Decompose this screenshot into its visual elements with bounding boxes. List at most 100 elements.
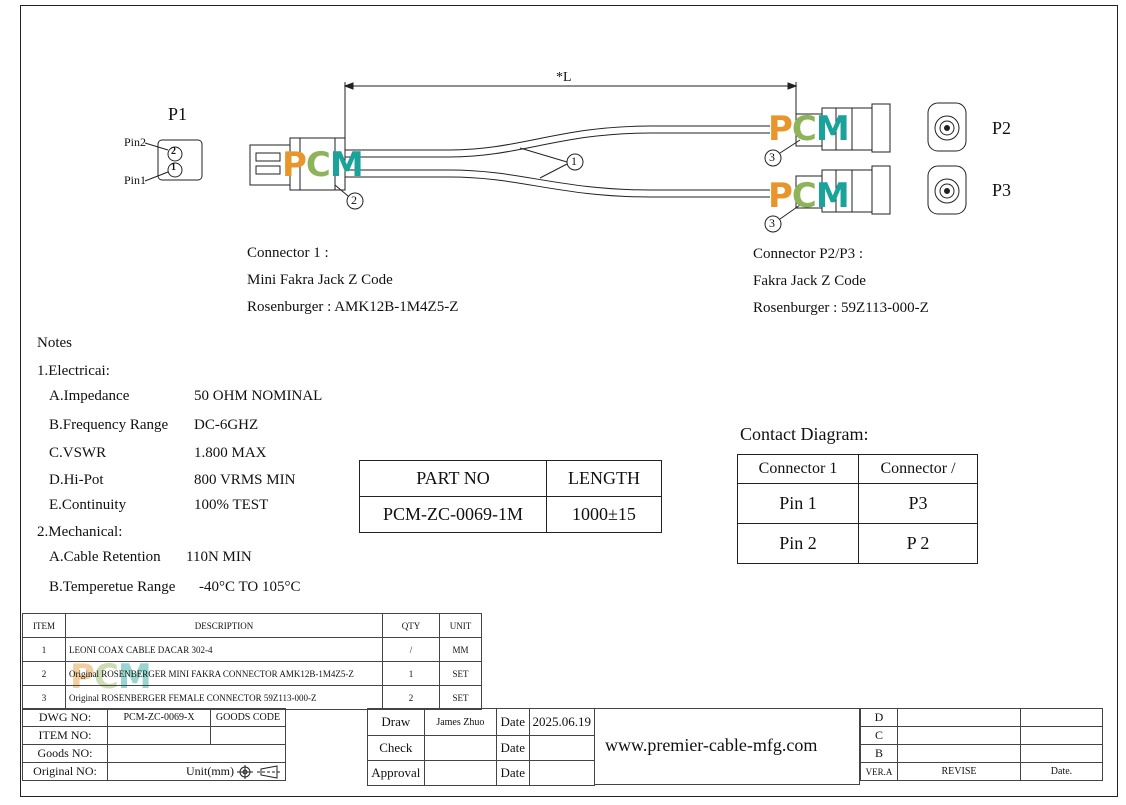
draw-label: Draw <box>367 708 425 736</box>
bom-header-qty: QTY <box>382 613 440 638</box>
balloon-leaders <box>334 139 801 233</box>
contact-pin1-target: P3 <box>858 483 978 524</box>
note-temperature-label: B.Temperetue Range <box>49 579 176 595</box>
contact-pin1: Pin 1 <box>737 483 859 524</box>
draw-date-label: Date <box>496 708 530 736</box>
connector-p2-housing <box>795 103 891 153</box>
note-temperature-value: -40°C TO 105°C <box>199 579 301 595</box>
p2-label: P2 <box>992 118 1012 138</box>
pin1-label: Pin1 <box>124 173 147 187</box>
connector-23-title: Connector P2/P3 : <box>753 246 864 262</box>
table-row: 2 Original ROSENBERGER MINI FAKRA CONNEC… <box>22 661 482 686</box>
note-impedance-value: 50 OHM NOMINAL <box>194 388 323 404</box>
revision-block: D C B VER.A REVISE Date. <box>860 708 1103 781</box>
p2-end-view <box>927 102 967 152</box>
unit-cell: Unit(mm) <box>107 762 286 781</box>
original-no-label: Original NO: <box>22 762 108 781</box>
title-block-approval: Draw James Zhuo Date 2025.06.19 Check Da… <box>367 708 595 786</box>
bom-description: LEONI COAX CABLE DACAR 302-4 <box>65 637 383 662</box>
connector-1-description: Connector 1 : Mini Fakra Jack Z Code Ros… <box>247 240 458 321</box>
pcm-logo: PCM <box>282 145 364 185</box>
connector-23-part: Rosenburger : 59Z113-000-Z <box>753 300 929 316</box>
note-vswr-label: C.VSWR <box>49 445 107 461</box>
p1-label: P1 <box>168 104 188 124</box>
notes-title: Notes <box>37 335 72 351</box>
contact-diagram-title: Contact Diagram: <box>740 424 869 444</box>
bom-header-unit: UNIT <box>439 613 482 638</box>
electrical-title: 1.Electricai: <box>37 363 110 379</box>
bom-unit: SET <box>439 661 482 686</box>
note-impedance-label: A.Impedance <box>49 388 130 404</box>
website: www.premier-cable-mfg.com <box>605 735 818 755</box>
bom-qty: 2 <box>382 685 440 710</box>
bom-item: 3 <box>22 685 66 710</box>
check-date-label: Date <box>496 735 530 761</box>
contact-table: Connector 1 Connector / Pin 1 P3 Pin 2 P… <box>737 454 978 564</box>
bom-header-description: DESCRIPTION <box>65 613 383 638</box>
note-hipot-value: 800 VRMS MIN <box>194 472 296 488</box>
draw-date: 2025.06.19 <box>528 708 595 736</box>
p3-end-view <box>927 165 967 215</box>
bom-description: Original ROSENBERGER FEMALE CONNECTOR 59… <box>65 685 383 710</box>
approval-date-label: Date <box>496 760 530 786</box>
part-no-value: PCM-ZC-0069-1M <box>359 496 547 533</box>
rev-c: C <box>860 726 898 745</box>
check-label: Check <box>367 735 425 761</box>
rev-d: D <box>860 708 898 727</box>
dwg-no-label: DWG NO: <box>22 708 108 727</box>
part-table: PART NO LENGTH PCM-ZC-0069-1M 1000±15 <box>359 460 662 533</box>
mechanical-title: 2.Mechanical: <box>37 524 123 540</box>
length-header: LENGTH <box>546 460 662 497</box>
projection-symbol-icon <box>237 765 281 780</box>
p3-label: P3 <box>992 180 1012 200</box>
connector-1-housing <box>249 137 346 191</box>
length-label: *L <box>556 70 572 85</box>
note-vswr-value: 1.800 MAX <box>194 445 267 461</box>
note-retention-label: A.Cable Retention <box>49 549 161 565</box>
note-continuity-value: 100% TEST <box>194 497 269 513</box>
title-block-left: DWG NO: PCM-ZC-0069-X GOODS CODE ITEM NO… <box>22 708 286 781</box>
goods-code-label: GOODS CODE <box>210 708 286 727</box>
bom-qty: 1 <box>382 661 440 686</box>
connector-1-title: Connector 1 : <box>247 245 329 261</box>
goods-no-label: Goods NO: <box>22 744 108 763</box>
contact-header-connector1: Connector 1 <box>737 454 859 484</box>
rev-b: B <box>860 744 898 763</box>
ver-label: VER.A <box>860 762 898 781</box>
connector-p3-housing <box>795 165 891 215</box>
connector-1-part: Rosenburger : AMK12B-1M4Z5-Z <box>247 299 459 315</box>
pin2-number: 2 <box>171 146 176 157</box>
balloon-3-number: 3 <box>769 150 775 164</box>
approval-label: Approval <box>367 760 425 786</box>
length-dimension <box>343 82 798 140</box>
note-frequency-value: DC-6GHZ <box>194 417 259 433</box>
note-retention-value: 110N MIN <box>186 549 252 565</box>
connector-1-type: Mini Fakra Jack Z Code <box>247 272 393 288</box>
rev-date-label: Date. <box>1020 762 1103 781</box>
bom-unit: MM <box>439 637 482 662</box>
website-cell <box>595 708 860 785</box>
pcm-logo-p3: PCM <box>768 176 850 216</box>
pcm-logo-p2: PCM <box>768 109 850 149</box>
bom-item: 2 <box>22 661 66 686</box>
length-value: 1000±15 <box>546 496 662 533</box>
item-no-label: ITEM NO: <box>22 726 108 745</box>
table-row: 3 Original ROSENBERGER FEMALE CONNECTOR … <box>22 685 482 710</box>
note-hipot-label: D.Hi-Pot <box>49 472 104 488</box>
p1-face <box>144 139 203 182</box>
cable-drawing <box>144 82 967 233</box>
pin1-number: 1 <box>171 162 176 173</box>
contact-pin2-target: P 2 <box>858 523 978 564</box>
bom-table: ITEM DESCRIPTION QTY UNIT 1 LEONI COAX C… <box>22 613 482 710</box>
balloon-1-number: 1 <box>571 154 577 168</box>
dwg-no-value: PCM-ZC-0069-X <box>107 708 211 727</box>
bom-unit: SET <box>439 685 482 710</box>
note-continuity-label: E.Continuity <box>49 497 127 513</box>
drawing-frame <box>20 5 1118 797</box>
bom-description: Original ROSENBERGER MINI FAKRA CONNECTO… <box>65 661 383 686</box>
balloon-3-number-lower: 3 <box>769 216 775 230</box>
cable-lines <box>345 125 770 198</box>
connector-23-description: Connector P2/P3 : Fakra Jack Z Code Rose… <box>753 241 929 322</box>
revise-label: REVISE <box>897 762 1021 781</box>
bom-qty: / <box>382 637 440 662</box>
